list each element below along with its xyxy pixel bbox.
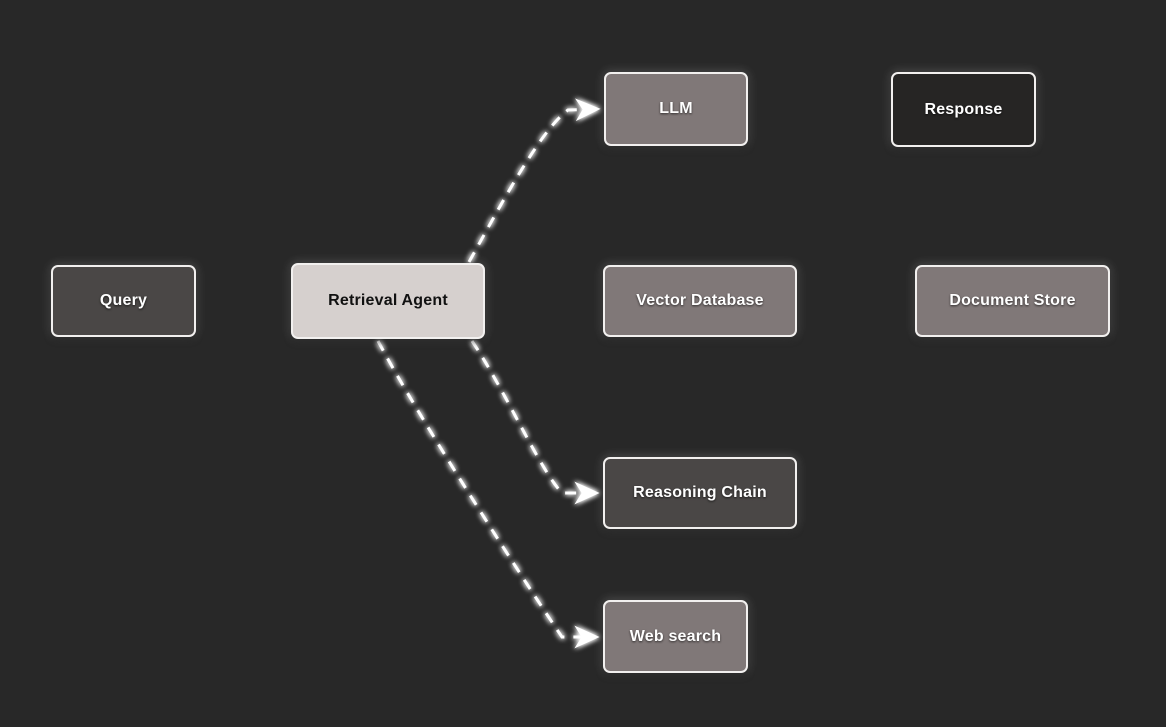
- node-label-vector-database: Vector Database: [636, 292, 764, 310]
- edge-retrieval-agent-to-reasoning-chain: [470, 340, 600, 505]
- edge-retrieval-agent-to-web-search: [376, 340, 600, 649]
- node-label-response: Response: [924, 100, 1003, 118]
- node-llm[interactable]: LLM: [604, 72, 748, 146]
- node-document-store[interactable]: Document Store: [915, 265, 1110, 337]
- edges-group: [200, 97, 906, 649]
- node-reasoning-chain[interactable]: Reasoning Chain: [603, 457, 797, 529]
- node-vector-database[interactable]: Vector Database: [603, 265, 797, 337]
- node-response[interactable]: Response: [891, 72, 1036, 147]
- node-label-document-store: Document Store: [949, 292, 1076, 310]
- edge-retrieval-agent-to-llm: [467, 98, 601, 263]
- node-web-search[interactable]: Web search: [603, 600, 748, 673]
- node-label-web-search: Web search: [629, 627, 722, 645]
- node-label-llm: LLM: [659, 100, 693, 118]
- node-label-query: Query: [99, 292, 148, 310]
- node-query[interactable]: Query: [51, 265, 196, 337]
- node-label-reasoning-chain: Reasoning Chain: [633, 484, 767, 502]
- node-label-retrieval-agent: Retrieval Agent: [328, 292, 448, 310]
- node-retrieval-agent[interactable]: Retrieval Agent: [291, 263, 485, 339]
